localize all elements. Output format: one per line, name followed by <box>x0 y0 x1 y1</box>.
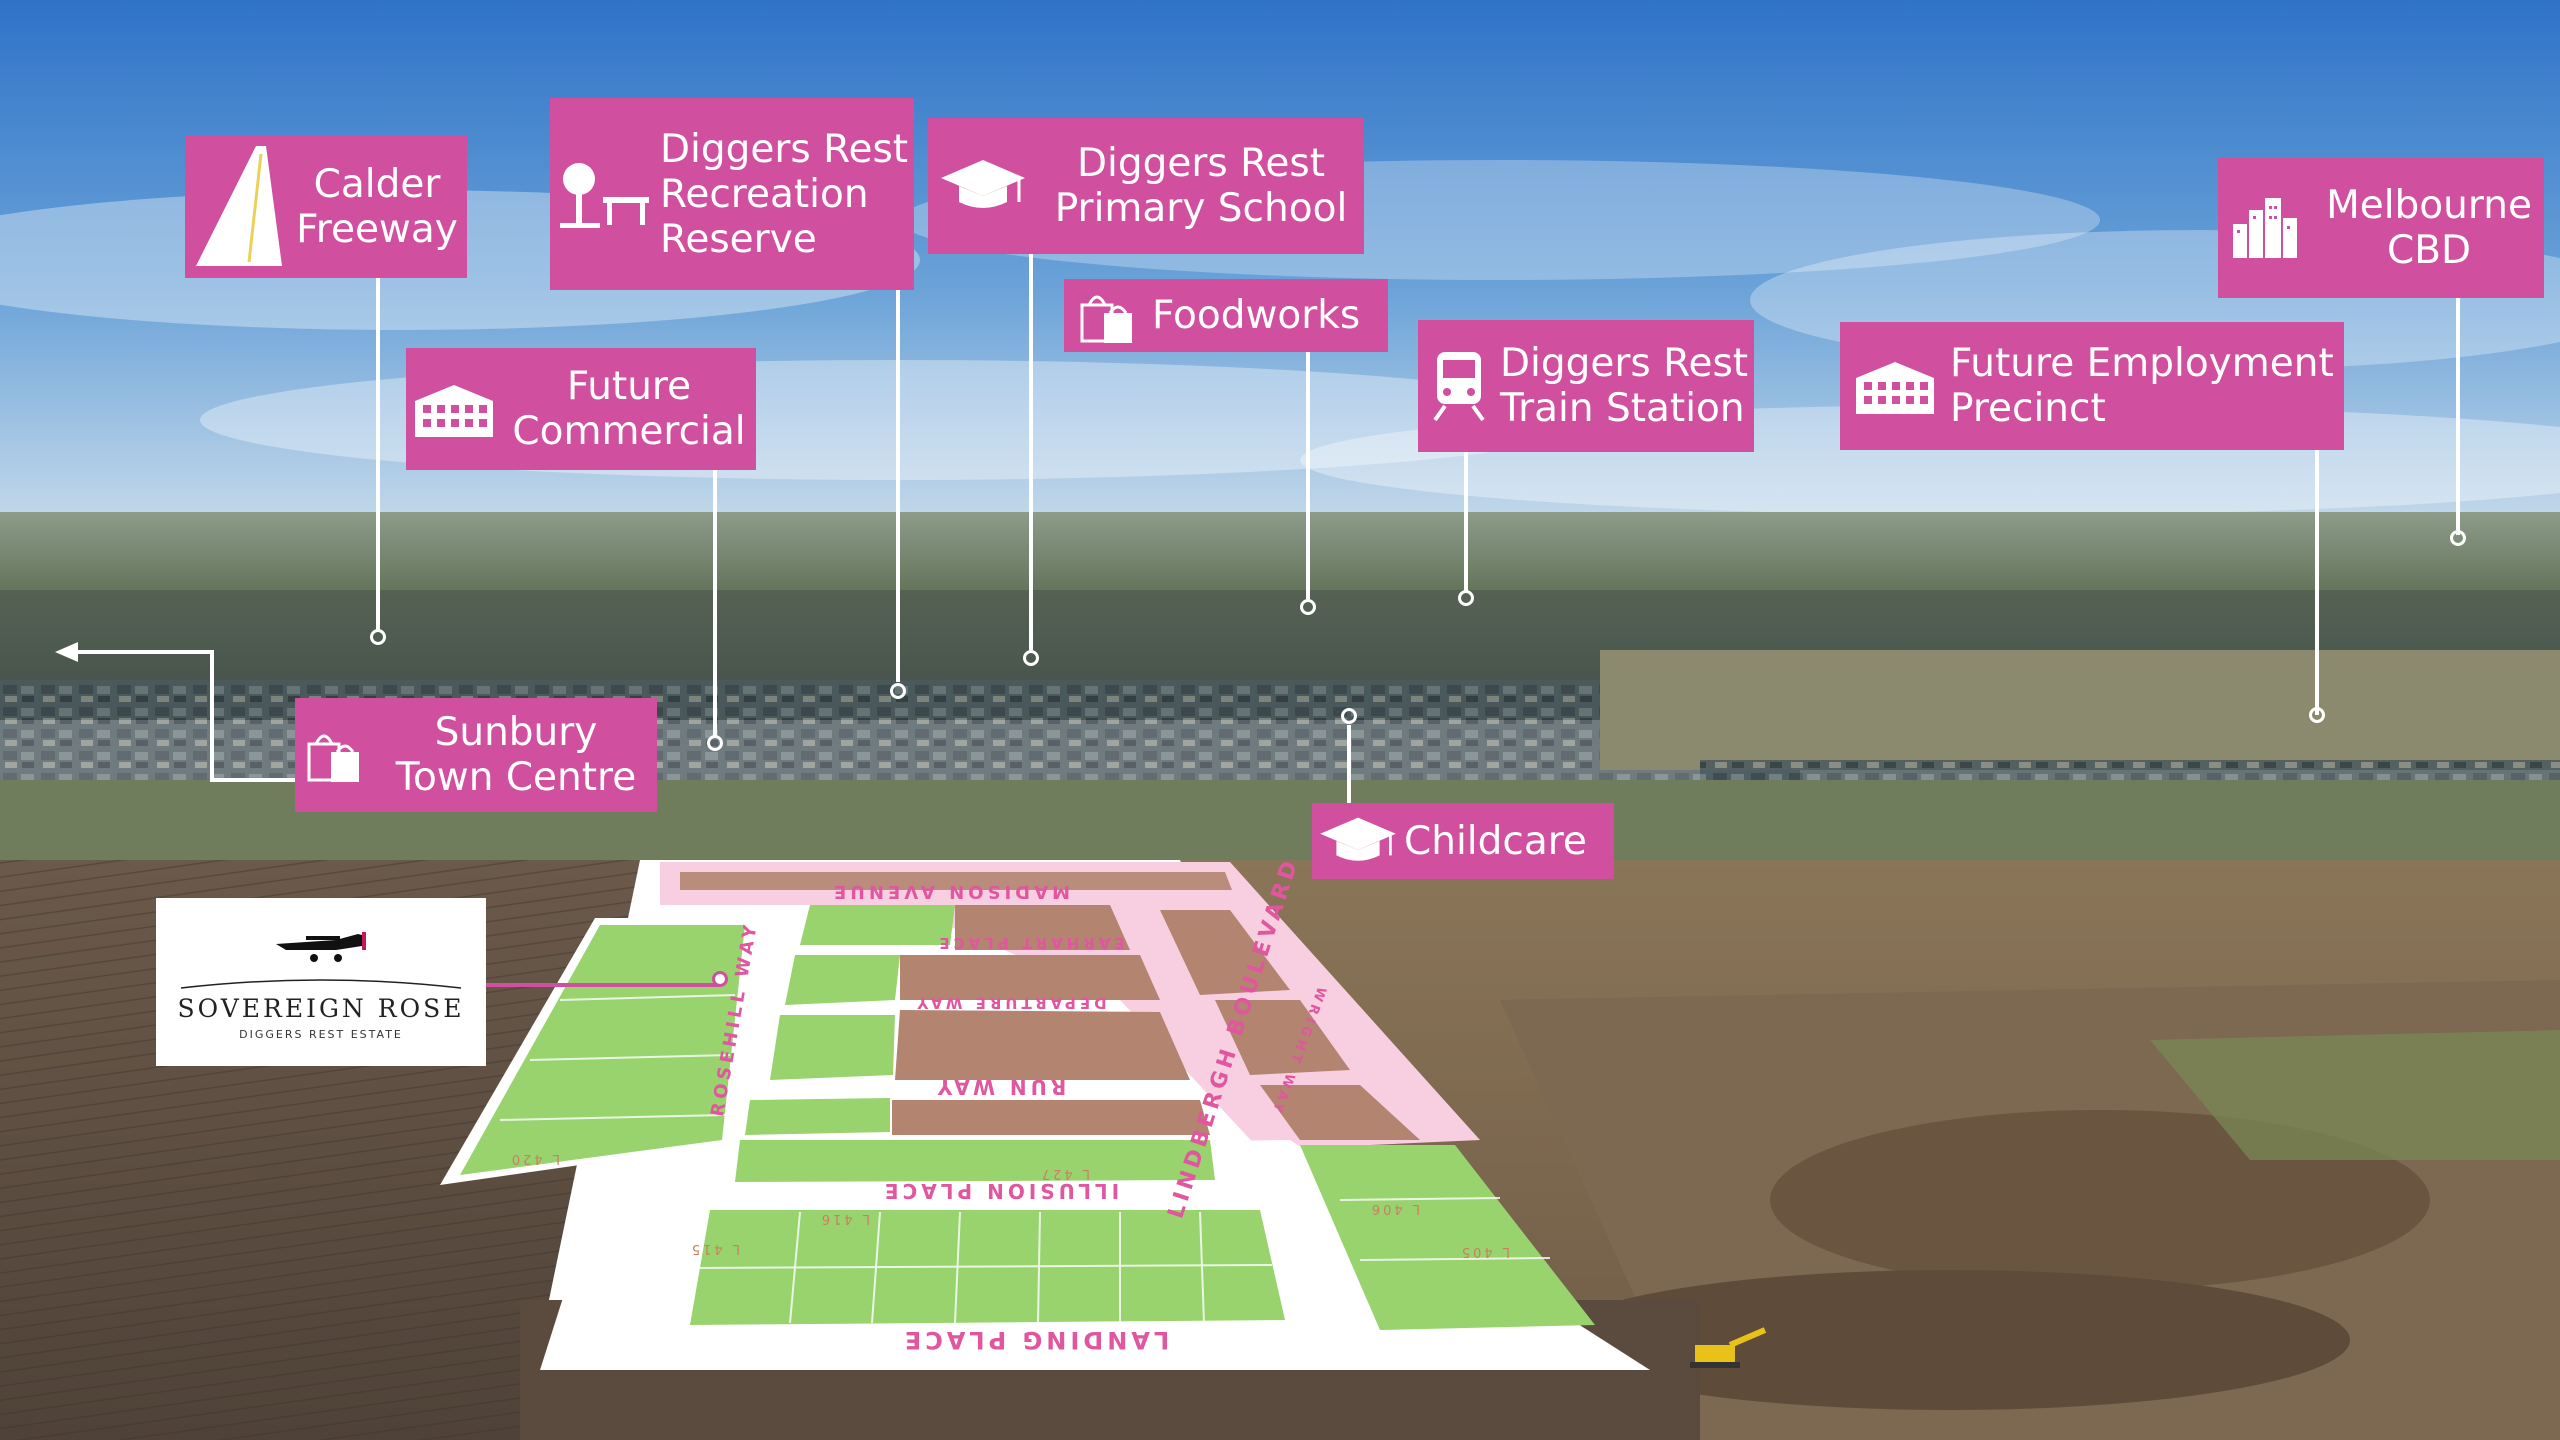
label-line: CBD <box>2386 228 2472 273</box>
lot-tag-405: L 405 <box>1459 1244 1510 1259</box>
shopping-bag-icon <box>1064 281 1152 351</box>
label-text: Foodworks <box>1152 293 1388 338</box>
aeroplane-icon <box>276 932 366 962</box>
label-line: Diggers Rest <box>660 126 909 172</box>
lot-tag-415: L 415 <box>689 1241 740 1256</box>
label-text: Melbourne CBD <box>2314 183 2544 273</box>
graduation-cap-icon <box>1312 806 1404 876</box>
label-line: Freeway <box>296 206 458 252</box>
logo-swoosh <box>180 979 462 989</box>
label-text: Future Commercial <box>502 364 756 454</box>
street-run-way: RUN WAY <box>934 1075 1067 1099</box>
lot-tag-406: L 406 <box>1369 1201 1420 1216</box>
label-text: Diggers Rest Recreation Reserve <box>660 127 914 262</box>
street-departure-way: DEPARTURE WAY <box>913 994 1106 1012</box>
lot-tag-420: L 420 <box>509 1151 560 1166</box>
label-line: Reserve <box>660 216 817 262</box>
leader-line-commercial <box>713 470 717 737</box>
street-landing-place: LANDING PLACE <box>901 1326 1169 1354</box>
train-icon <box>1418 336 1500 436</box>
marker-dot-commercial <box>707 735 723 751</box>
label-line: Primary School <box>1054 186 1348 231</box>
label-line: Diggers Rest <box>1076 141 1326 186</box>
leader-line-childcare <box>1347 725 1351 803</box>
direction-arrow-icon <box>65 650 295 782</box>
marker-dot-estate <box>712 971 728 987</box>
label-text: Calder Freeway <box>287 162 467 252</box>
label-line: Melbourne <box>2326 183 2532 228</box>
label-line: Future Employment <box>1950 341 2334 386</box>
label-sunbury-town-centre: Sunbury Town Centre <box>295 698 657 812</box>
label-line: Future <box>566 364 692 409</box>
street-illusion-place: ILLUSION PLACE <box>881 1179 1119 1203</box>
label-line: Recreation <box>660 171 869 217</box>
leader-line-calder <box>376 278 380 630</box>
label-line: Foodworks <box>1152 293 1361 338</box>
label-line: Train Station <box>1500 386 1745 431</box>
marker-dot-recreation <box>890 683 906 699</box>
marker-dot-train <box>1458 590 1474 606</box>
leader-line-cbd <box>2456 298 2460 535</box>
label-line: Childcare <box>1404 818 1587 864</box>
leader-line-recreation <box>896 290 900 682</box>
label-childcare: Childcare <box>1312 803 1614 879</box>
lot-tag-416: L 416 <box>819 1211 870 1226</box>
label-line: Precinct <box>1950 386 2106 431</box>
label-line: Sunbury <box>434 710 598 755</box>
marker-dot-cbd <box>2450 530 2466 546</box>
label-employment-precinct: Future Employment Precinct <box>1840 322 2344 450</box>
leader-line-employment <box>2315 450 2319 715</box>
label-text: Diggers Rest Primary School <box>1038 141 1364 231</box>
marker-dot-calder <box>370 629 386 645</box>
marker-dot-childcare <box>1341 708 1357 724</box>
building-icon <box>406 364 502 454</box>
label-text: Diggers Rest Train Station <box>1500 341 1754 431</box>
label-recreation-reserve: Diggers Rest Recreation Reserve <box>550 98 914 290</box>
label-melbourne-cbd: Melbourne CBD <box>2218 158 2544 298</box>
leader-line-school <box>1029 254 1033 650</box>
excavator-icon <box>1690 1327 1767 1368</box>
label-primary-school: Diggers Rest Primary School <box>928 118 1364 254</box>
label-calder-freeway: Calder Freeway <box>185 135 467 278</box>
label-text: Sunbury Town Centre <box>375 710 657 800</box>
label-train-station: Diggers Rest Train Station <box>1418 320 1754 452</box>
park-bench-icon <box>550 134 660 254</box>
leader-line-train <box>1464 452 1468 592</box>
label-text: Future Employment Precinct <box>1950 341 2344 431</box>
sovereign-rose-logo: SOVEREIGN ROSE DIGGERS REST ESTATE <box>156 898 486 1066</box>
logo-name: SOVEREIGN ROSE <box>177 994 465 1023</box>
label-foodworks: Foodworks <box>1064 279 1388 352</box>
marker-dot-school <box>1023 650 1039 666</box>
label-text: Childcare <box>1404 819 1614 864</box>
street-earhart-place: EARHART PLACE <box>935 934 1124 952</box>
marker-dot-foodworks <box>1300 599 1316 615</box>
logo-subtitle: DIGGERS REST ESTATE <box>239 1028 403 1041</box>
leader-line-foodworks <box>1306 352 1310 599</box>
shopping-bag-icon <box>295 715 375 795</box>
street-madison-avenue: MADISON AVENUE <box>830 881 1070 902</box>
label-line: Calder <box>313 161 441 207</box>
building-icon <box>1840 341 1950 431</box>
graduation-cap-icon <box>928 141 1038 231</box>
label-future-commercial: Future Commercial <box>406 348 756 470</box>
marker-dot-employment <box>2309 707 2325 723</box>
label-line: Diggers Rest <box>1500 341 1749 386</box>
road-icon <box>191 142 287 272</box>
label-line: Town Centre <box>395 755 637 800</box>
city-skyline-icon <box>2218 178 2314 278</box>
lot-tag-427: L 427 <box>1039 1166 1090 1181</box>
label-line: Commercial <box>512 409 746 454</box>
